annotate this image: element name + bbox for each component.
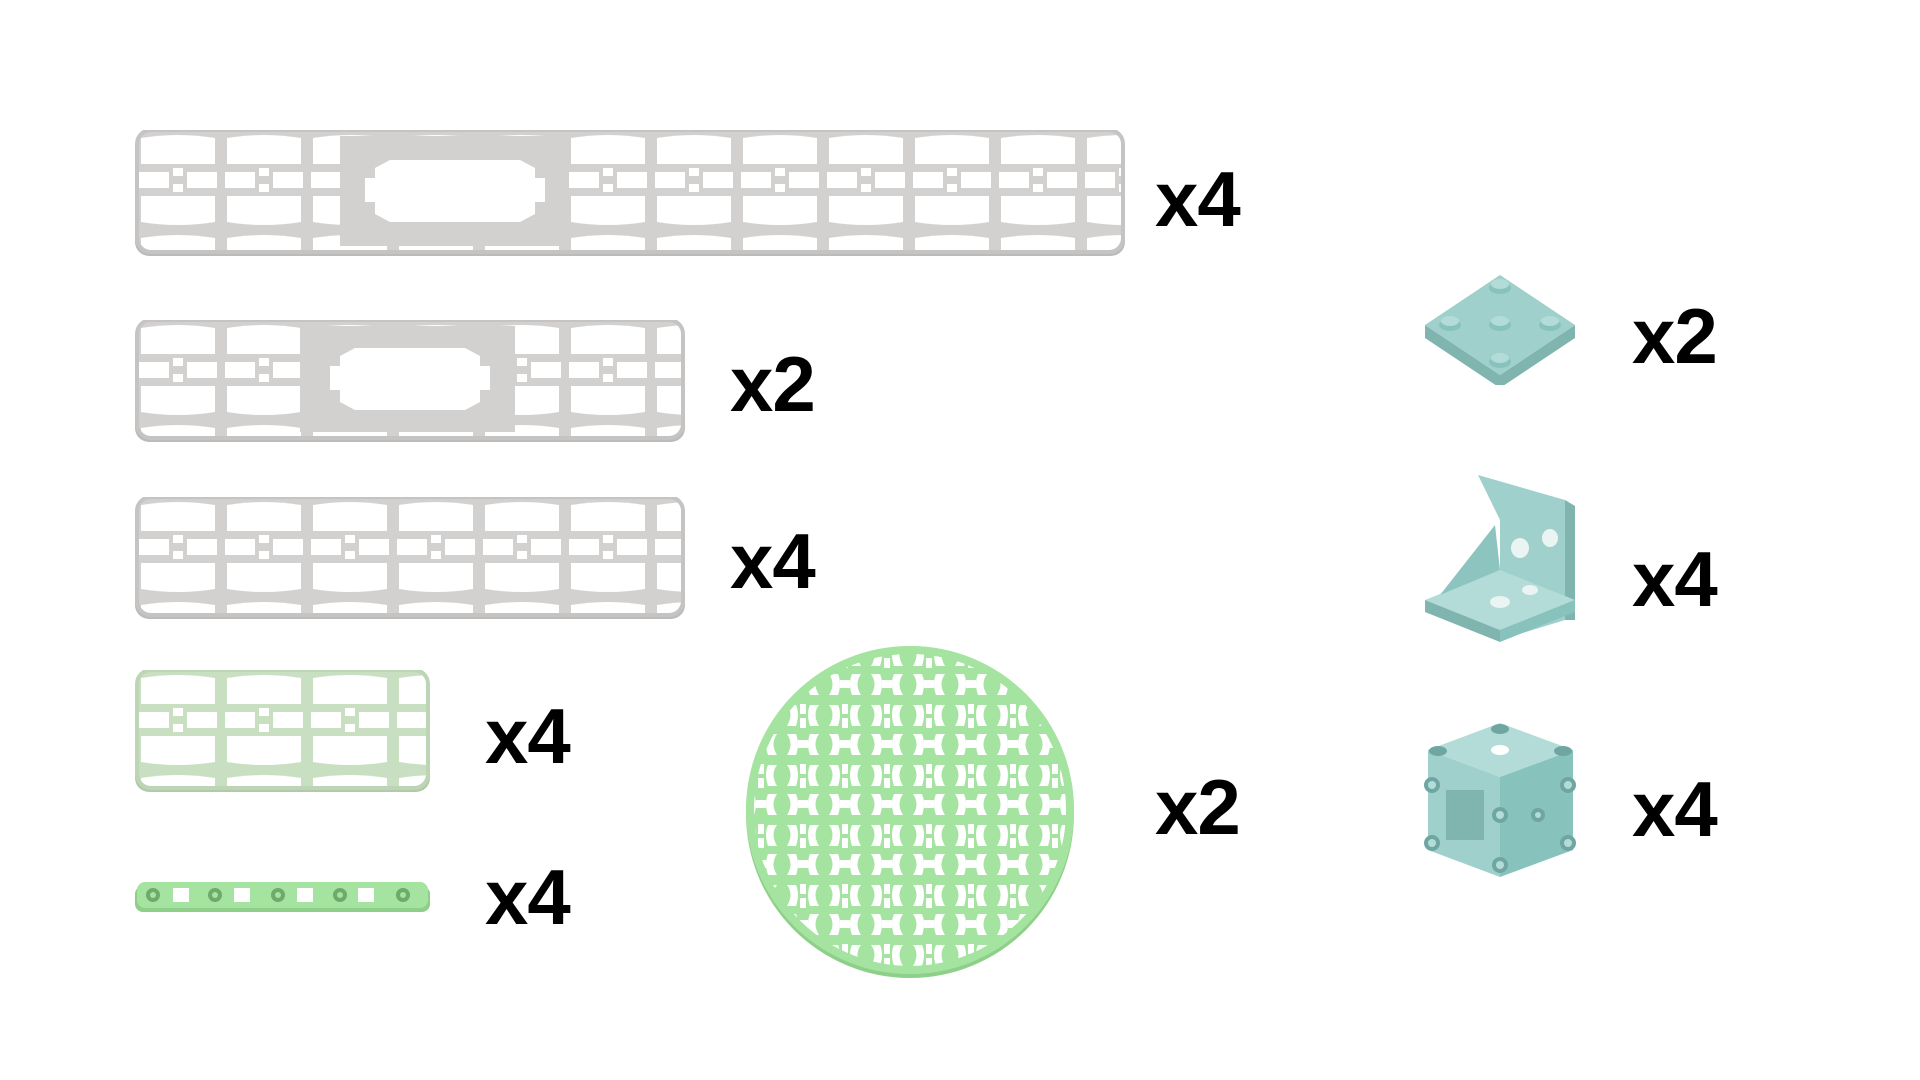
angle-bracket-icon	[1425, 475, 1575, 642]
cube-connector-quantity: x4	[1632, 765, 1718, 853]
thin-green-strip-quantity: x4	[485, 853, 571, 941]
long-grey-plate-icon	[135, 130, 1125, 256]
medium-grey-plate-slot-quantity: x2	[730, 340, 816, 428]
round-grid-icon	[746, 646, 1074, 978]
square-connector-icon	[1425, 275, 1575, 385]
medium-grey-plate-quantity: x4	[730, 517, 816, 605]
square-connector-quantity: x2	[1632, 292, 1718, 380]
medium-grey-plate-slot-icon	[135, 320, 685, 442]
cube-connector-icon	[1424, 723, 1576, 877]
thin-green-strip-icon	[135, 882, 430, 912]
round-grid-quantity: x2	[1155, 763, 1241, 851]
short-green-plate-icon	[135, 670, 430, 792]
medium-grey-plate-icon	[135, 497, 685, 619]
angle-bracket-quantity: x4	[1632, 535, 1718, 623]
short-green-plate-quantity: x4	[485, 692, 571, 780]
long-grey-plate-quantity: x4	[1155, 155, 1241, 243]
